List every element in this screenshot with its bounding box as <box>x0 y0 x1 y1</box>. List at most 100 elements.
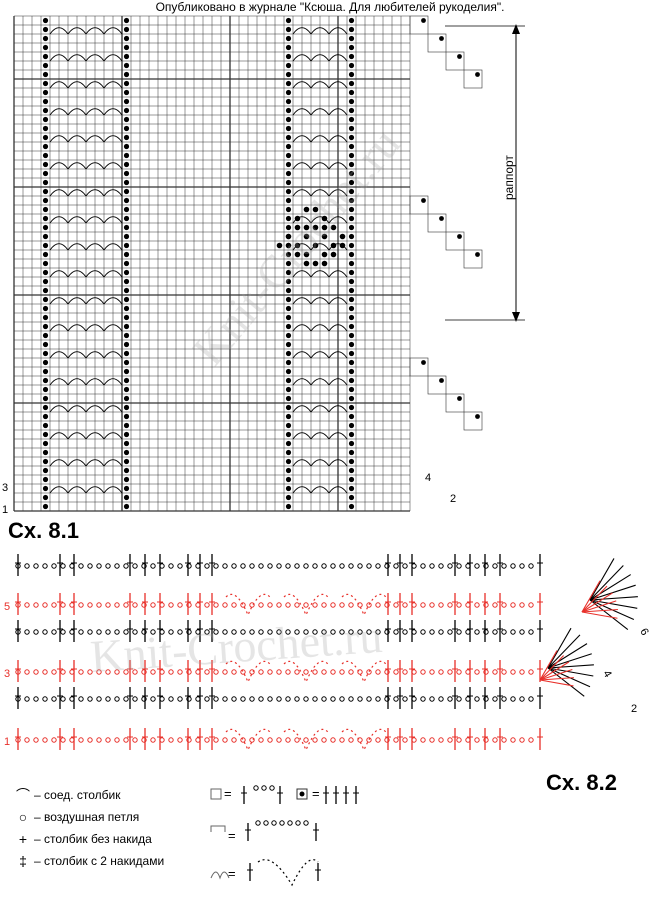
dot-cell <box>348 305 355 312</box>
dot-cell <box>42 332 49 339</box>
chain-mark <box>132 629 138 635</box>
arc-mark <box>67 270 87 278</box>
arc-mark <box>85 27 105 35</box>
chain-mark <box>474 669 480 675</box>
row-label-3: 3 <box>2 482 9 494</box>
dot-cell <box>42 296 49 303</box>
chain-mark <box>303 669 309 675</box>
chain-mark <box>312 602 318 608</box>
chain-mark <box>96 737 102 743</box>
dot-cell <box>42 233 49 240</box>
dot-cell <box>42 206 49 213</box>
chain-mark <box>519 629 525 635</box>
dot-cell <box>348 431 355 438</box>
legend-chain <box>255 820 261 826</box>
chain-mark <box>474 696 480 702</box>
arc-mark <box>310 216 330 224</box>
arc-mark <box>292 243 312 251</box>
arc-mark <box>103 27 123 35</box>
edge-dot <box>457 234 462 239</box>
arc-mark <box>49 54 69 62</box>
dot-cell <box>123 449 130 456</box>
dot-cell <box>285 341 292 348</box>
dot-cell <box>285 485 292 492</box>
chain-mark <box>393 696 399 702</box>
s2-row-2: 2 <box>631 703 638 715</box>
dot-cell <box>285 53 292 60</box>
dot-cell <box>42 350 49 357</box>
dot-cell <box>42 17 49 24</box>
double-treble-icon: ‡ <box>19 853 27 869</box>
chain-mark <box>492 696 498 702</box>
chain-mark <box>285 669 291 675</box>
chain-mark <box>123 602 129 608</box>
chain-mark <box>510 602 516 608</box>
arc-mark <box>328 459 348 467</box>
arc-mark <box>85 216 105 224</box>
dot-cell <box>348 215 355 222</box>
motif-dot <box>330 224 337 231</box>
s2-row-1: 1 <box>4 736 11 748</box>
chain-mark <box>249 737 255 743</box>
chain-mark <box>222 563 228 569</box>
dot-cell <box>285 152 292 159</box>
motif-dot <box>339 242 346 249</box>
eq-2: = <box>312 786 320 801</box>
chain-mark <box>285 602 291 608</box>
chain-mark <box>303 629 309 635</box>
edge-dot <box>421 198 426 203</box>
fan-ray <box>539 668 573 681</box>
dot-cell <box>42 98 49 105</box>
dot-cell <box>123 404 130 411</box>
chain-mark <box>204 696 210 702</box>
dot-cell <box>348 314 355 321</box>
dot-cell <box>348 368 355 375</box>
fan-ray <box>581 611 618 619</box>
chain-mark <box>510 563 516 569</box>
arc-mark <box>292 297 312 305</box>
arc-mark <box>85 81 105 89</box>
chain-mark <box>294 669 300 675</box>
chain-mark <box>303 563 309 569</box>
arc-mark <box>67 432 87 440</box>
dot-cell <box>285 215 292 222</box>
edge-dot <box>421 18 426 23</box>
chain-mark <box>96 602 102 608</box>
arc-mark <box>49 243 69 251</box>
dot-cell <box>348 395 355 402</box>
arc-mark <box>103 297 123 305</box>
chain-mark <box>24 602 30 608</box>
dot-cell <box>285 494 292 501</box>
chain-mark <box>330 629 336 635</box>
arc-mark <box>310 54 330 62</box>
dot-cell <box>123 503 130 510</box>
arc-mark <box>103 54 123 62</box>
chain-mark <box>231 669 237 675</box>
chain-mark <box>60 696 66 702</box>
chain-mark <box>150 629 156 635</box>
chain-mark <box>456 696 462 702</box>
heart-mark <box>341 728 387 752</box>
chain-icon: ○ <box>18 809 28 825</box>
chain-mark <box>114 563 120 569</box>
dot-cell <box>123 422 130 429</box>
chain-mark <box>312 563 318 569</box>
arc-mark <box>103 486 123 494</box>
dot-cell <box>123 458 130 465</box>
dot-cell <box>42 35 49 42</box>
chain-mark <box>51 563 57 569</box>
chain-mark <box>141 629 147 635</box>
dot-cell <box>348 107 355 114</box>
chain-mark <box>258 696 264 702</box>
chain-mark <box>402 629 408 635</box>
chain-mark <box>330 669 336 675</box>
chain-mark <box>114 629 120 635</box>
chain-mark <box>87 563 93 569</box>
dot-cell <box>285 314 292 321</box>
chain-mark <box>393 629 399 635</box>
chain-mark <box>384 602 390 608</box>
chain-mark <box>384 563 390 569</box>
chain-mark <box>87 602 93 608</box>
chain-mark <box>420 696 426 702</box>
